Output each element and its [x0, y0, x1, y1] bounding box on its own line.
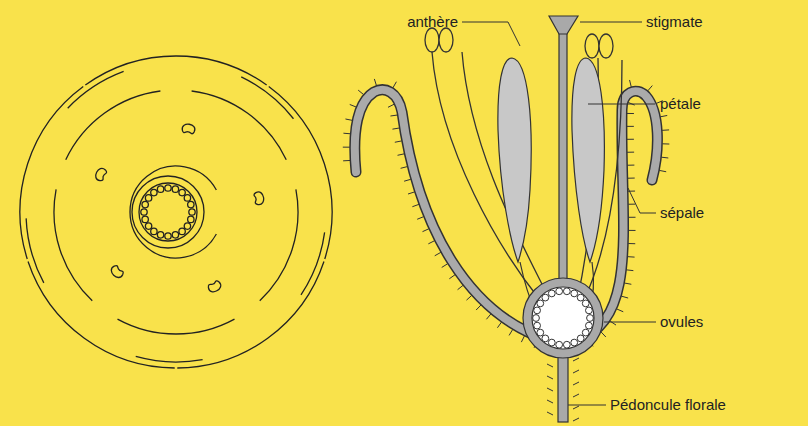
part-label: stigmate [646, 13, 703, 31]
part-label: sépale [660, 204, 704, 222]
floral-diagram [20, 56, 332, 368]
flower-section [343, 16, 670, 422]
leader-lines [462, 22, 656, 405]
style [559, 30, 567, 286]
part-label: pétale [660, 95, 701, 113]
part-label: Pédoncule florale [610, 396, 726, 414]
stigma [549, 16, 578, 34]
part-label: anthère [407, 13, 458, 31]
ovary [523, 278, 603, 358]
part-label: ovules [660, 313, 703, 331]
